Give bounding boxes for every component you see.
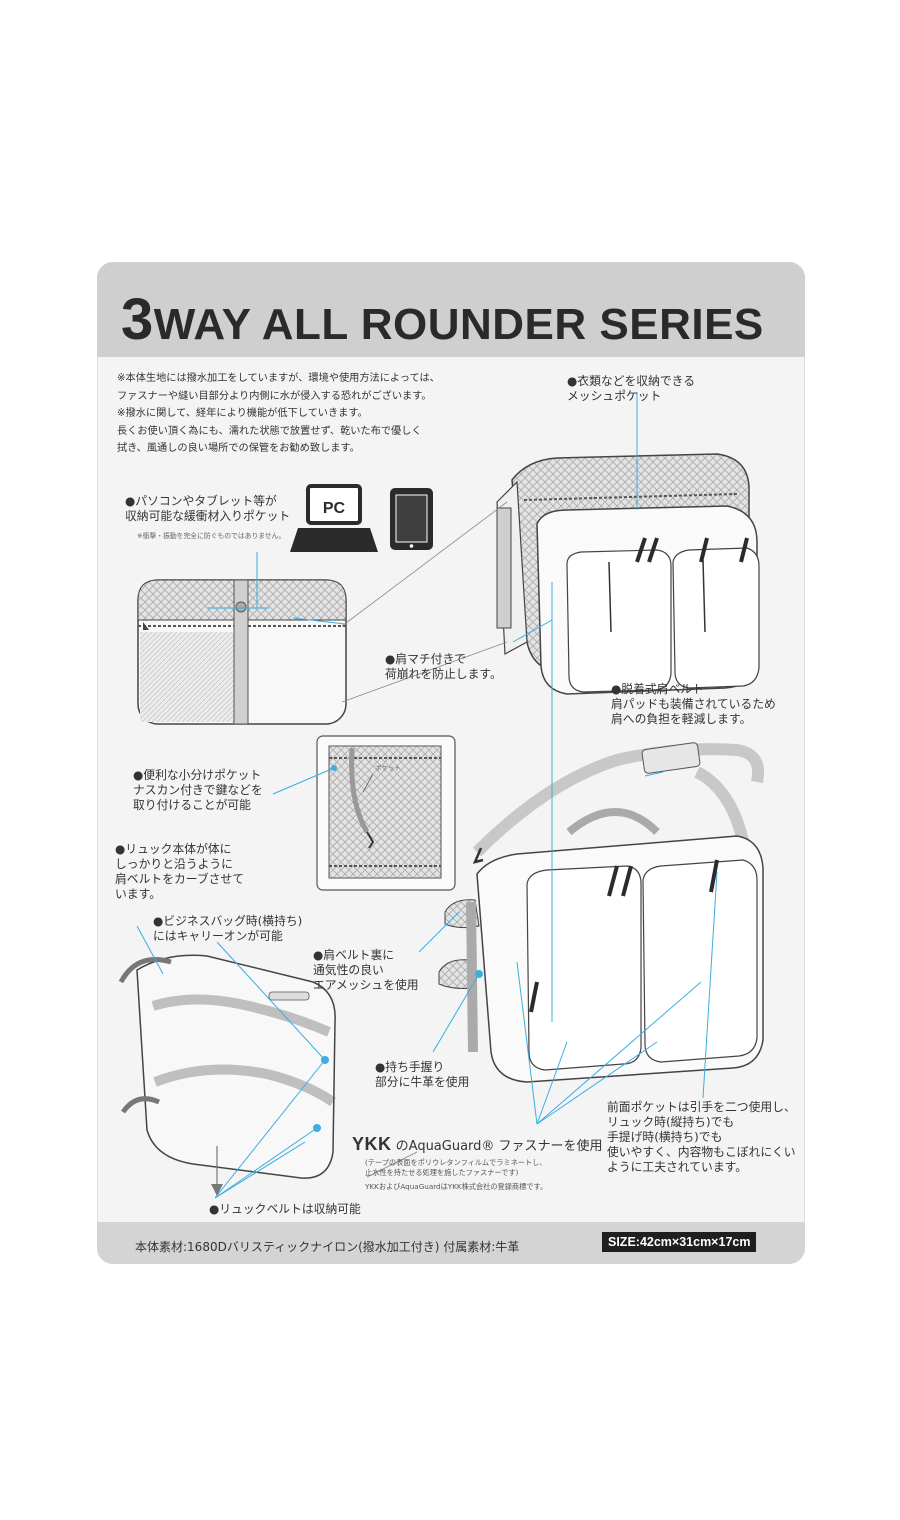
bag-closed-illustration — [366, 582, 764, 1178]
carry-on-label: ●ビジネスバッグ時(横持ち) にはキャリーオンが可能 — [153, 914, 303, 943]
shoulder-gusset-label: ●肩マチ付きで 荷崩れを防止します。 — [385, 652, 502, 681]
page-title: 3WAY ALL ROUNDER SERIES — [121, 287, 764, 352]
small-pocket-label: ●便利な小分けポケット ナスカン付きで鍵などを 取り付けることが可能 — [133, 768, 263, 812]
note-line: 長くお使い頂く為にも、濡れた状態で放置せず、乾いた布で優しく — [117, 425, 422, 437]
small-pocket-illustration: ポケット — [272, 735, 456, 891]
belt-storage-label: ●リュックベルトは収納可能 — [209, 1202, 361, 1216]
note-line: ※本体生地には撥水加工をしていますが、環境や使用方法によっては、 — [117, 373, 440, 384]
bag-open-illustration — [341, 392, 760, 703]
header-band — [97, 262, 805, 357]
ykk-zipper-label: YKK のAquaGuard® ファスナーを使用 — [352, 1134, 603, 1154]
care-notes: ※本体生地には撥水加工をしていますが、環境や使用方法によっては、 ファスナーや縫… — [117, 370, 497, 458]
product-illustration: PC — [118, 392, 764, 1199]
front-pocket-label: 前面ポケットは引手を二つ使用し、 リュック時(縦持ち)でも 手提げ時(横持ち)で… — [607, 1100, 796, 1174]
pc-pocket-illustration — [137, 552, 347, 725]
shoulder-belt-label: ●脱着式肩ベルト 肩パッドも装備されているため 肩への負担を軽減します。 — [611, 682, 776, 726]
ykk-logo: YKK — [352, 1134, 392, 1154]
product-info-card: 3WAY ALL ROUNDER SERIES ※本体生地には撥水加工をしていま… — [97, 262, 805, 1264]
leather-handle-label: ●持ち手握り 部分に牛革を使用 — [375, 1060, 470, 1089]
pc-disclaimer: ※衝撃・振動を完全に防ぐものではありません。 — [137, 532, 286, 540]
size-badge: SIZE:42cm×31cm×17cm — [602, 1232, 757, 1252]
pc-pocket-label: ●パソコンやタブレット等が 収納可能な緩衝材入りポケット — [125, 494, 291, 523]
ykk-notes: (テープの表面をポリウレタンフィルムでラミネートし、 止水性を持たせる処理を施し… — [365, 1158, 548, 1191]
laptop-icon: PC — [290, 484, 378, 552]
air-mesh-label: ●肩ベルト裏に 通気性の良い エアメッシュを使用 — [313, 948, 419, 992]
note-line: ※撥水に関して、経年により機能が低下していきます。 — [117, 408, 368, 419]
backpack-fit-label: ●リュック本体が体に しっかりと沿うように 肩ベルトをカーブさせて います。 — [115, 842, 245, 901]
backpack-back-illustration — [118, 925, 336, 1199]
note-line: ファスナーや縫い目部分より内側に水が侵入する恐れがございます。 — [117, 390, 432, 402]
mesh-pocket-label: ●衣類などを収納できる メッシュポケット — [567, 374, 696, 403]
material-text: 本体素材:1680Dバリスティックナイロン(撥水加工付き) 付属素材:牛革 — [135, 1240, 520, 1254]
note-line: 拭き、風通しの良い場所での保管をお勧め致します。 — [117, 443, 360, 454]
pocket-tag: ポケット — [375, 764, 401, 772]
tablet-icon — [390, 488, 433, 550]
pc-icon-text: PC — [323, 500, 346, 517]
